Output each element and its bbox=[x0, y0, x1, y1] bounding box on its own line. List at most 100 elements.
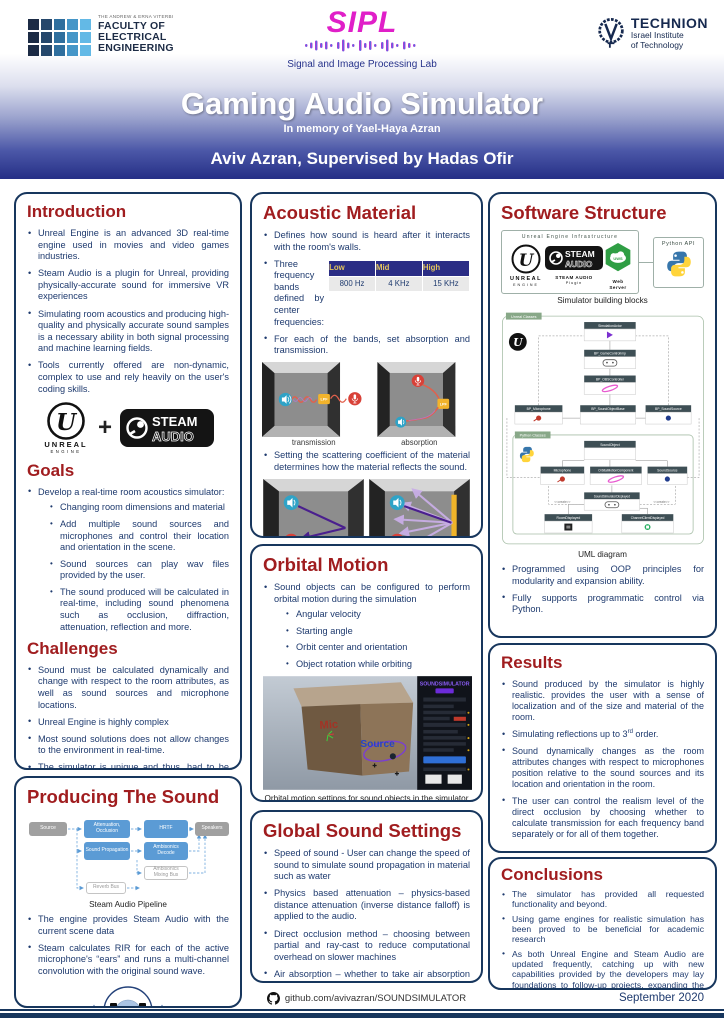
steam-audio-logo: STEAM AUDIO bbox=[120, 408, 214, 447]
poster-title: Gaming Audio Simulator bbox=[180, 86, 544, 121]
bullet-item: Most sound solutions does not allow chan… bbox=[27, 733, 229, 757]
unreal-engine-icon: U UNREAL ENGINE bbox=[510, 244, 541, 287]
connector-line bbox=[639, 261, 653, 263]
freq-bullet-text: Three frequency bands defined by center … bbox=[274, 258, 325, 327]
steam-caption-sub: Plugin bbox=[565, 281, 583, 286]
headphones-icon: HRIR Right Ear HRIR Left Ear bbox=[93, 986, 163, 1006]
bullet-item: Tools currently offered are non-dynamic,… bbox=[27, 360, 229, 395]
uml-class-microphone: Microphone bbox=[540, 466, 585, 485]
panel-orbital-motion: Orbital Motion Sound objects can be conf… bbox=[250, 544, 483, 802]
orbital-sublist: Angular velocity Starting angle Orbit ce… bbox=[274, 609, 470, 670]
svg-text:BP_SoundObjectBase: BP_SoundObjectBase bbox=[591, 407, 625, 411]
bullet-item: Using game engines for realistic simulat… bbox=[501, 913, 704, 945]
scattering-0-image bbox=[263, 479, 365, 536]
pipeline-caption: Steam Audio Pipeline bbox=[89, 900, 167, 909]
bullet-item: Sound dynamically changes as the room at… bbox=[501, 745, 704, 791]
steam-audio-pipeline-diagram: Source Attenuation, Occlusion HRTF Speak… bbox=[27, 814, 229, 898]
scattering-0-figure: Scattering set to '0' bbox=[263, 479, 365, 536]
transmission-absorption-figures: LPF transmission bbox=[262, 362, 470, 447]
bullet-item: Steam Audio is a plugin for Unreal, prov… bbox=[27, 268, 229, 303]
faculty-text: THE ANDREW & ERNA VITERBI FACULTY OF ELE… bbox=[98, 14, 174, 54]
lpf-box bbox=[318, 394, 331, 405]
goals-list: Develop a real-time room acoustics simul… bbox=[27, 486, 229, 634]
freq-value: 4 KHz bbox=[375, 275, 423, 293]
pipeline-box-source: Source bbox=[29, 822, 67, 836]
unreal-engine-icon: U UNREAL ENGINE bbox=[44, 401, 86, 454]
bullet-item: Defines how sound is heard after it inte… bbox=[263, 229, 470, 253]
svg-text:BP_SoundSource: BP_SoundSource bbox=[655, 407, 682, 411]
bullet-item: Unreal Engine is highly complex bbox=[27, 716, 229, 729]
room-left-face bbox=[301, 704, 363, 776]
bullet-item: The simulator is unique and thus, had to… bbox=[27, 762, 229, 768]
bullet-item: Programmed using OOP principles for modu… bbox=[501, 563, 704, 587]
pipeline-box-hrtf: HRTF bbox=[144, 820, 188, 838]
svg-text:AUDIO: AUDIO bbox=[565, 259, 593, 269]
faculty-line: ELECTRICAL bbox=[98, 30, 167, 43]
absorption-figure: LPF absorption bbox=[369, 362, 470, 447]
headphone-figure: HRIR Right Ear HRIR Left Ear bbox=[27, 983, 229, 1006]
uml-class-sound-source: SoundSource bbox=[647, 466, 688, 485]
uml-class-orbital-motion-component: OrbitalMotionComponent bbox=[589, 466, 642, 485]
web-server-icon: UWS bbox=[605, 243, 631, 272]
microphone-icon bbox=[391, 533, 403, 536]
svg-text:ENGINE: ENGINE bbox=[50, 449, 81, 454]
pipeline-box-ambisonics-decode: Ambisonics Decode bbox=[144, 842, 188, 860]
section-title-results: Results bbox=[501, 653, 563, 672]
engine-logos: U UNREAL ENGINE + STEAM AUDIO bbox=[27, 401, 229, 455]
authors-line: Aviv Azran, Supervised by Hadas Ofir bbox=[210, 149, 514, 168]
pipeline-box-speakers: Speakers bbox=[195, 822, 229, 836]
python-api-label: Python API bbox=[661, 240, 696, 247]
bullet-item: The engine provides Steam Audio with the… bbox=[27, 913, 229, 937]
orbit-icon bbox=[601, 384, 619, 393]
web-caption2: Server bbox=[609, 284, 627, 290]
web-caption: Web bbox=[612, 279, 624, 284]
section-title-introduction: Introduction bbox=[27, 202, 127, 221]
panel-global-sound-settings: Global Sound Settings Speed of sound - U… bbox=[250, 810, 483, 983]
sipl-wordmark: SIPL bbox=[326, 6, 398, 39]
bottom-rule-thin bbox=[0, 1009, 724, 1011]
faculty-pre: THE ANDREW & ERNA VITERBI bbox=[98, 14, 174, 19]
uml-diagram: Unreal Classes U SimulationActor BP_Gam bbox=[502, 312, 704, 545]
svg-text:BP_OBSController: BP_OBSController bbox=[596, 377, 625, 381]
svg-text:U: U bbox=[513, 336, 524, 349]
challenges-list: Sound must be calculated dynamically and… bbox=[27, 664, 229, 768]
technion-sub: of Technology bbox=[630, 40, 684, 51]
bullet-item: Fully supports programmatic control via … bbox=[501, 592, 704, 616]
uml-class-bp-microphone: BP_Microphone bbox=[514, 405, 563, 425]
freq-value: 15 KHz bbox=[421, 275, 471, 293]
bullet-item: The user can control the realism level o… bbox=[501, 795, 704, 841]
simulator-screenshot: Mic Source SOUNDSIMULATOR bbox=[263, 676, 472, 790]
bullet-item: Setting the scattering coefficient of th… bbox=[263, 450, 470, 473]
svg-text:SOUNDSIMULATOR: SOUNDSIMULATOR bbox=[420, 681, 470, 687]
technion-gear-icon bbox=[598, 18, 624, 49]
svg-text:Microphone: Microphone bbox=[554, 469, 572, 473]
section-title-challenges: Challenges bbox=[27, 638, 118, 658]
svg-text:U: U bbox=[56, 409, 78, 436]
freq-header: Mid bbox=[375, 259, 423, 277]
section-title-producing: Producing The Sound bbox=[27, 786, 220, 807]
uml-class-sound-object: SoundObject bbox=[583, 440, 636, 460]
sub-bullet-item: Starting angle bbox=[286, 626, 470, 638]
github-line: github.com/avivazran/SOUNDSIMULATOR bbox=[250, 992, 483, 1005]
svg-text:SoundObject: SoundObject bbox=[600, 443, 619, 447]
frequency-table: Low Mid High 800 Hz 4 KHz 15 KHz bbox=[328, 259, 471, 293]
date-label: September 2020 bbox=[618, 992, 704, 1004]
microphone-icon bbox=[536, 415, 542, 421]
pipeline-box-propagation: Sound Propagation bbox=[84, 842, 130, 860]
pipeline-box-attenuation: Attenuation, Occlusion bbox=[84, 820, 130, 838]
orbital-list: Sound objects can be configured to perfo… bbox=[263, 582, 470, 671]
bullet-item: Air absorption – whether to take air abs… bbox=[263, 968, 470, 981]
faculty-logo: THE ANDREW & ERNA VITERBI FACULTY OF ELE… bbox=[28, 14, 174, 56]
sub-bullet-item: Sound sources can play wav files provide… bbox=[50, 559, 229, 582]
svg-text:STEAM: STEAM bbox=[152, 414, 198, 429]
sound-source-sphere bbox=[389, 753, 396, 760]
svg-text:SoundSimulatorDisplayed: SoundSimulatorDisplayed bbox=[594, 494, 631, 498]
bullet-item: Speed of sound - User can change the spe… bbox=[263, 848, 470, 883]
pipeline-box-mixing-bus: Ambisonics Mixing Bus bbox=[144, 866, 188, 880]
plus-sign: + bbox=[97, 413, 112, 441]
python-icon bbox=[666, 251, 691, 276]
sipl-subtitle: Signal and Image Processing Lab bbox=[287, 59, 437, 70]
sub-bullet-item: Object rotation while orbiting bbox=[286, 659, 470, 671]
simulator-button bbox=[423, 756, 466, 764]
room-right-face bbox=[360, 702, 414, 776]
